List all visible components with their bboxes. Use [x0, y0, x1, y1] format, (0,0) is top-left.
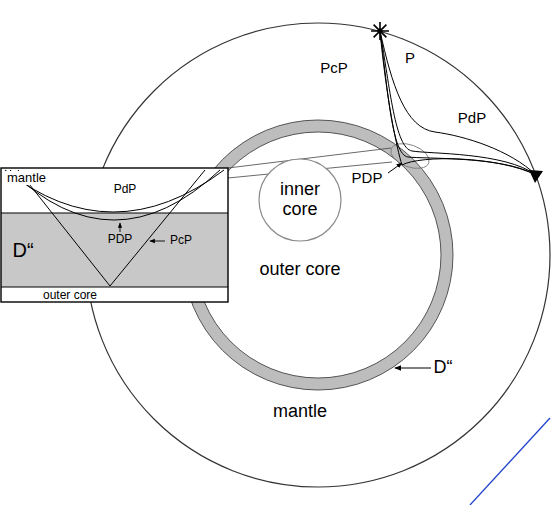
source-star: [371, 22, 389, 40]
inset-d-layer: [1, 213, 228, 287]
layer-label: D“: [12, 239, 33, 261]
source-dot: [378, 29, 383, 34]
zoom-region: [387, 139, 432, 173]
layer-label: outer core: [259, 260, 340, 280]
core-outline: [259, 159, 341, 241]
leader-line: [388, 163, 402, 173]
ray-label: PDP: [108, 233, 133, 246]
ray-pdp: [380, 31, 536, 175]
leader-line: [120, 223, 121, 232]
inset-ground: [1, 168, 228, 302]
inset-frame: [1, 168, 228, 302]
ray-label: PdP: [458, 110, 486, 127]
receiver-triangle: [529, 170, 543, 183]
ray-label: P: [405, 50, 415, 67]
layer-label: outer core: [43, 289, 97, 301]
stray-line: [470, 418, 550, 505]
inset-boundary: [1, 286, 228, 287]
inset-ray-pcp: [18, 170, 205, 286]
ray-p: [380, 31, 536, 175]
layer-label: mantle: [5, 171, 48, 185]
inset-ray-pdp: [5, 170, 224, 212]
layer-label: mantle: [273, 402, 327, 422]
core-mantle-boundary: [195, 132, 441, 378]
ray-label: PdP: [114, 183, 137, 196]
core-label: inner core: [265, 180, 335, 220]
ray-label: PDP: [352, 170, 383, 187]
ray-pdp-lower: [380, 31, 536, 175]
leader-line: [150, 241, 165, 242]
leader-line: [395, 367, 431, 368]
core-circle: inner core: [258, 158, 342, 242]
ray-label: PcP: [170, 234, 192, 247]
ray-pcp: [380, 31, 536, 175]
layer-label: D“: [434, 358, 453, 378]
inset-boundary: [1, 212, 228, 213]
ray-label: PcP: [320, 60, 348, 77]
